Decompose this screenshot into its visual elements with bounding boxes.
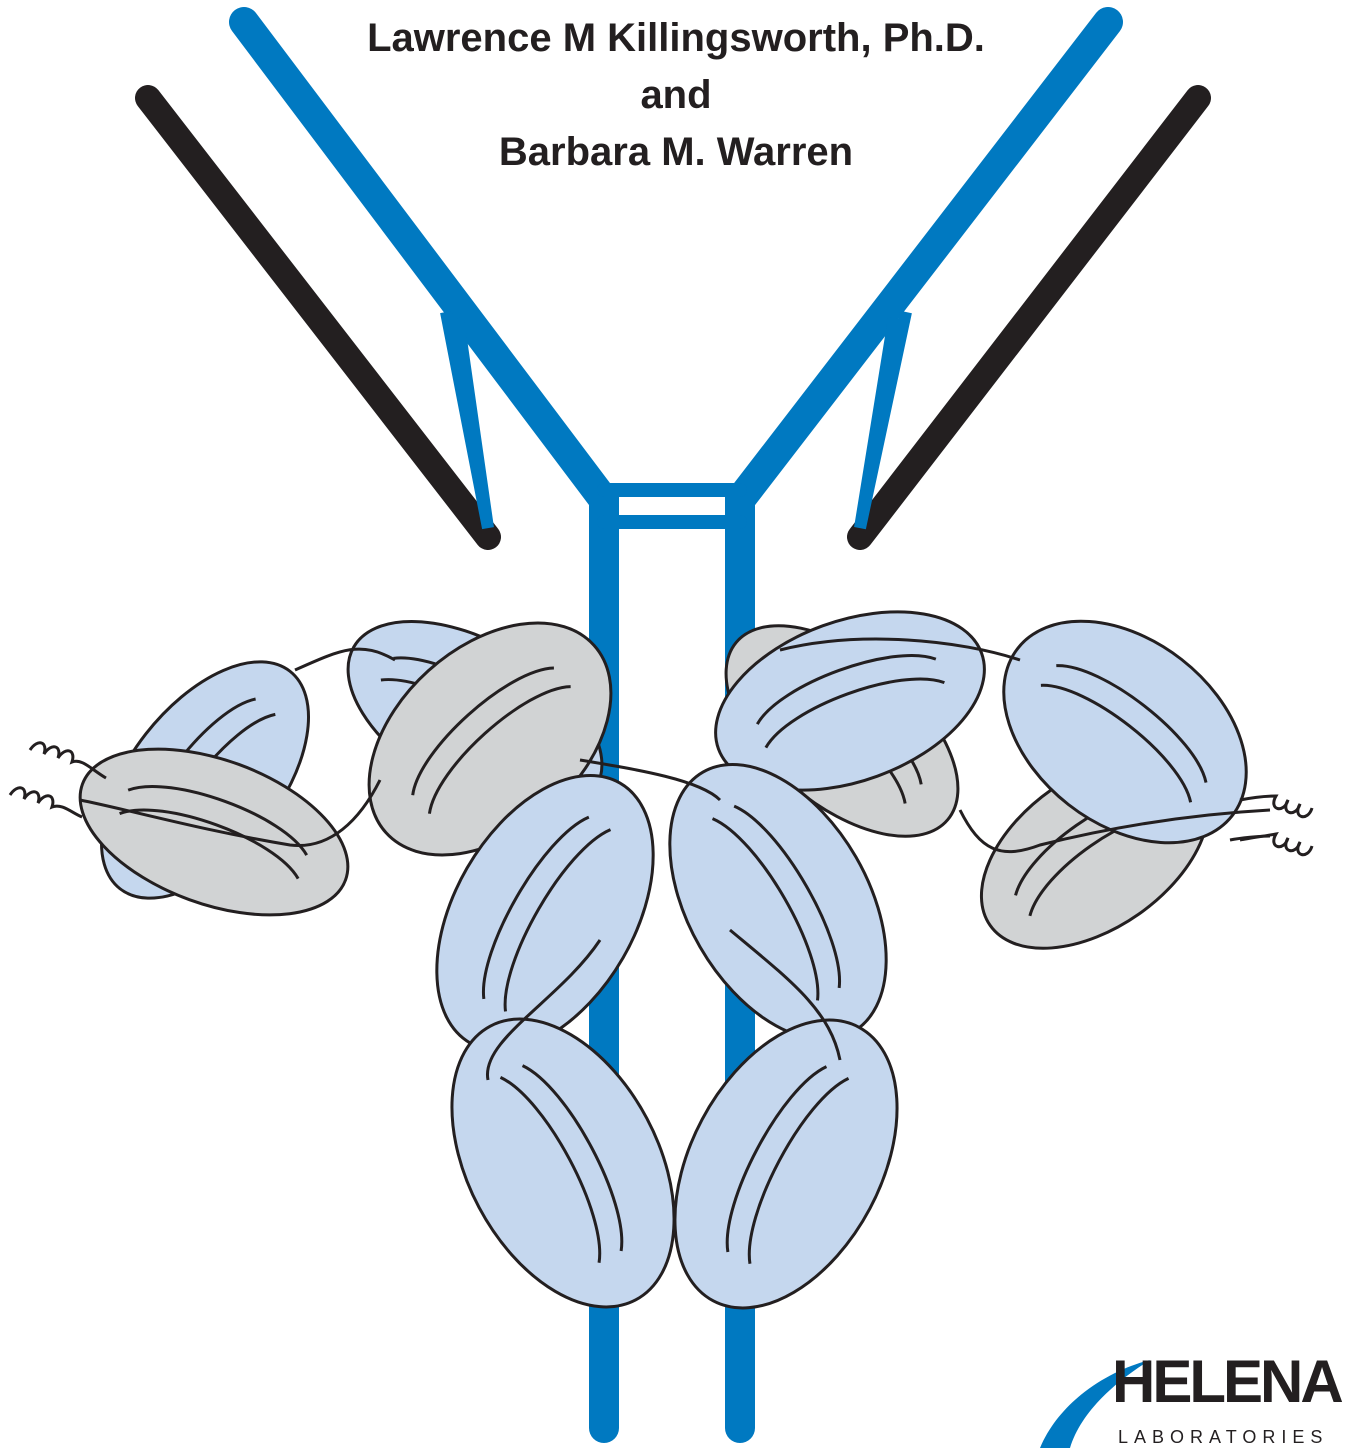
author-connector: and (0, 67, 1352, 124)
logo-subtitle: LABORATORIES (1118, 1427, 1328, 1447)
domain-ch3-left (406, 982, 719, 1345)
author-secondary: Barbara M. Warren (0, 124, 1352, 181)
logo-wordmark: HELENA (1112, 1352, 1341, 1412)
domains (58, 576, 1289, 1346)
author-primary: Lawrence M Killingsworth, Ph.D. (0, 10, 1352, 67)
left-coil-lower (10, 788, 82, 817)
domain-ch3-right (629, 983, 942, 1346)
author-block: Lawrence M Killingsworth, Ph.D. and Barb… (0, 10, 1352, 181)
right-coil-lower (1240, 834, 1312, 855)
right-coil-upper (1240, 796, 1312, 817)
